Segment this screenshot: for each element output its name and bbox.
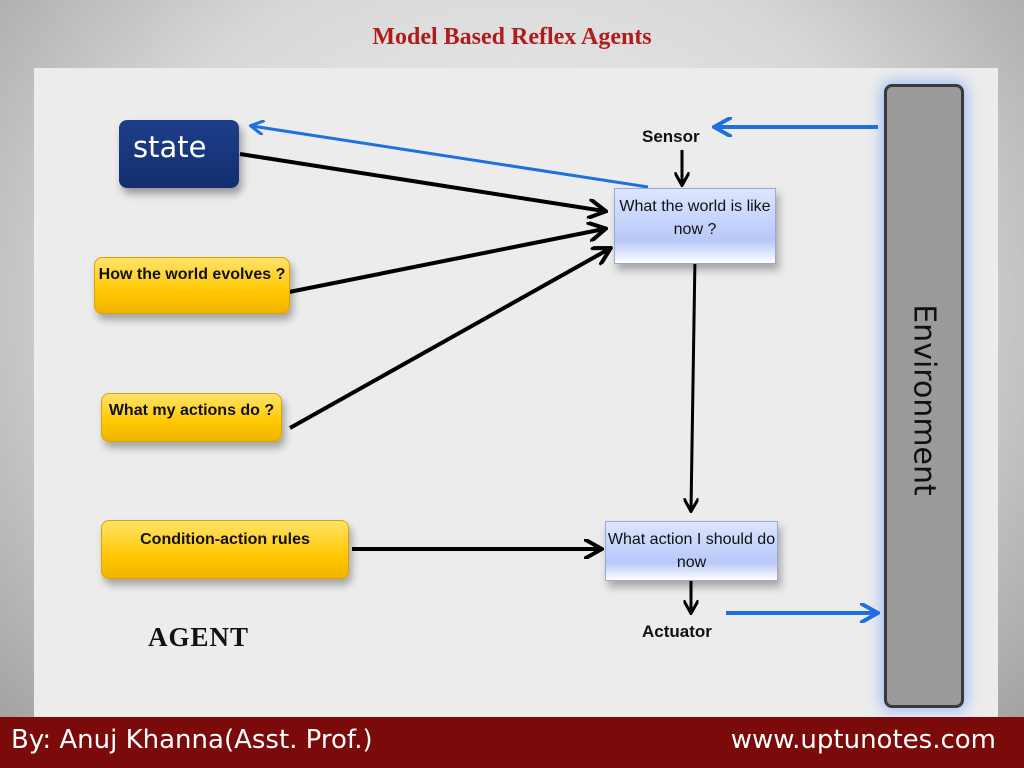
footer-author: By: Anuj Khanna(Asst. Prof.) [11,725,373,755]
state-node: state [119,120,239,188]
slide-title: Model Based Reflex Agents [372,24,652,50]
agent-label: AGENT [148,622,250,652]
sensor-label: Sensor [642,127,700,146]
my-actions-node: What my actions do ? [101,393,282,442]
actuator-label: Actuator [642,622,712,641]
condition-action-rules-node: Condition-action rules [101,520,349,579]
footer-bar [0,717,1024,768]
environment-box [884,84,964,708]
arrow-world-now-to-action-now [691,256,695,510]
action-now-node: What action I should do now [605,521,778,581]
arrow-world-now-to-state [252,126,649,189]
arrow-state-to-world-now [239,152,604,211]
world-now-node: What the world is like now ? [614,188,776,264]
arrow-evolves-to-world-now [283,229,604,295]
footer-website: www.uptunotes.com [730,725,996,755]
world-evolves-node: How the world evolves ? [94,257,290,314]
arrow-actions-to-world-now [289,249,609,430]
